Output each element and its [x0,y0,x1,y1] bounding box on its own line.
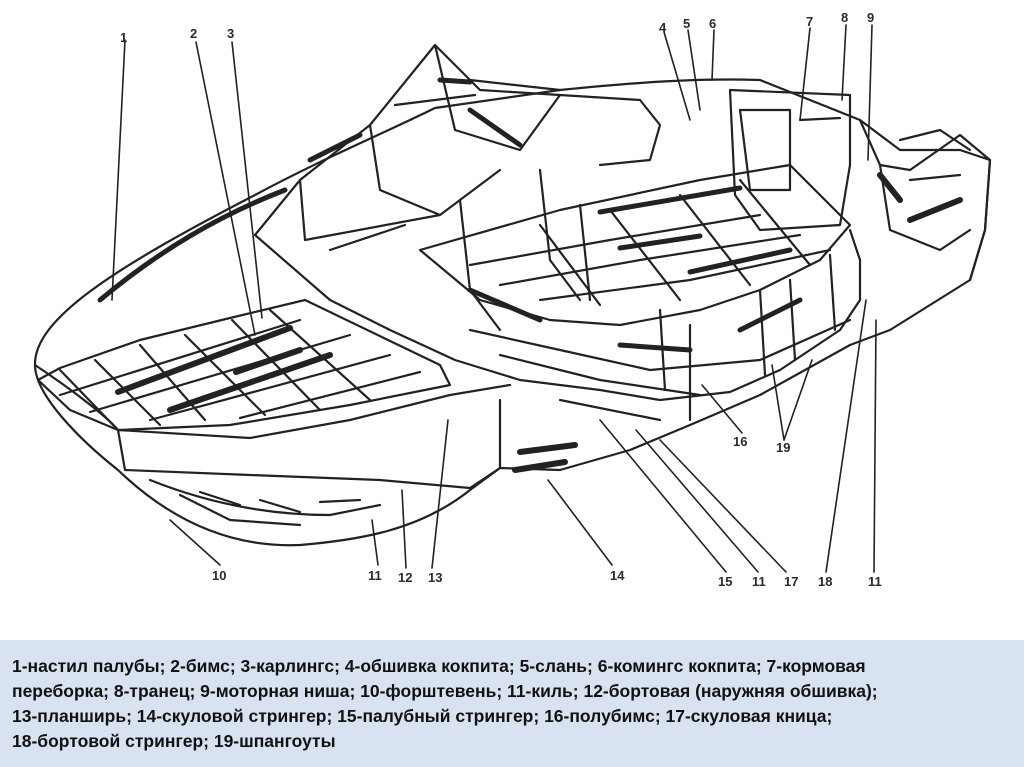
callout-18: 18 [818,574,832,589]
floor-boards [468,178,832,307]
callout-12: 12 [398,570,412,585]
windshield-frame [253,43,662,252]
callout-3: 3 [227,26,234,41]
callout-11-aft: 11 [868,574,882,589]
windshield-dark [307,77,523,163]
callout-6: 6 [709,16,716,31]
transom [858,118,992,282]
callout-15: 15 [718,574,732,589]
sheer-line [33,363,512,440]
callout-17: 17 [784,574,798,589]
deck-stringer-dark [115,325,333,413]
callout-10: 10 [212,568,226,583]
callout-16: 16 [733,434,747,449]
callout-1: 1 [120,30,127,45]
callout-5: 5 [683,16,690,31]
floor-dark [597,185,793,275]
callout-11-mid: 11 [752,574,766,589]
hull-outline [33,78,992,547]
aft-bulkhead [728,88,852,232]
callout-13: 13 [428,570,442,585]
legend-line: переборка; 8-транец; 9-моторная ниша; 10… [12,681,878,701]
callout-9: 9 [867,10,874,25]
legend-line: 13-планширь; 14-скуловой стрингер; 15-па… [12,706,833,726]
gunwale [97,187,288,303]
callout-8: 8 [841,10,848,25]
legend-line: 18-бортовой стрингер; 19-шпангоуты [12,731,336,751]
legend-line: 1-настил палубы; 2-бимс; 3-карлингс; 4-о… [12,656,866,676]
side-stringers-dark [467,287,803,353]
boat-hull-diagram: 1 2 3 4 5 6 7 8 9 10 11 12 13 14 15 11 1… [33,10,992,589]
leader-lines [111,24,877,573]
keel-area [148,478,382,527]
deck-beams [58,308,422,432]
callout-19: 19 [776,440,790,455]
side-plating [116,398,502,490]
transom-dark [877,172,963,223]
side-stringers [468,318,852,422]
callout-14: 14 [610,568,625,583]
callout-4: 4 [659,20,667,35]
callout-2: 2 [190,26,197,41]
callout-7: 7 [806,14,813,29]
cockpit-coaming [253,228,862,402]
frames [458,168,837,422]
legend-caption: 1-настил палубы; 2-бимс; 3-карлингс; 4-о… [0,640,1024,767]
callout-11-keel: 11 [368,568,382,583]
foredeck [36,298,452,432]
chine-stringer [512,442,578,473]
